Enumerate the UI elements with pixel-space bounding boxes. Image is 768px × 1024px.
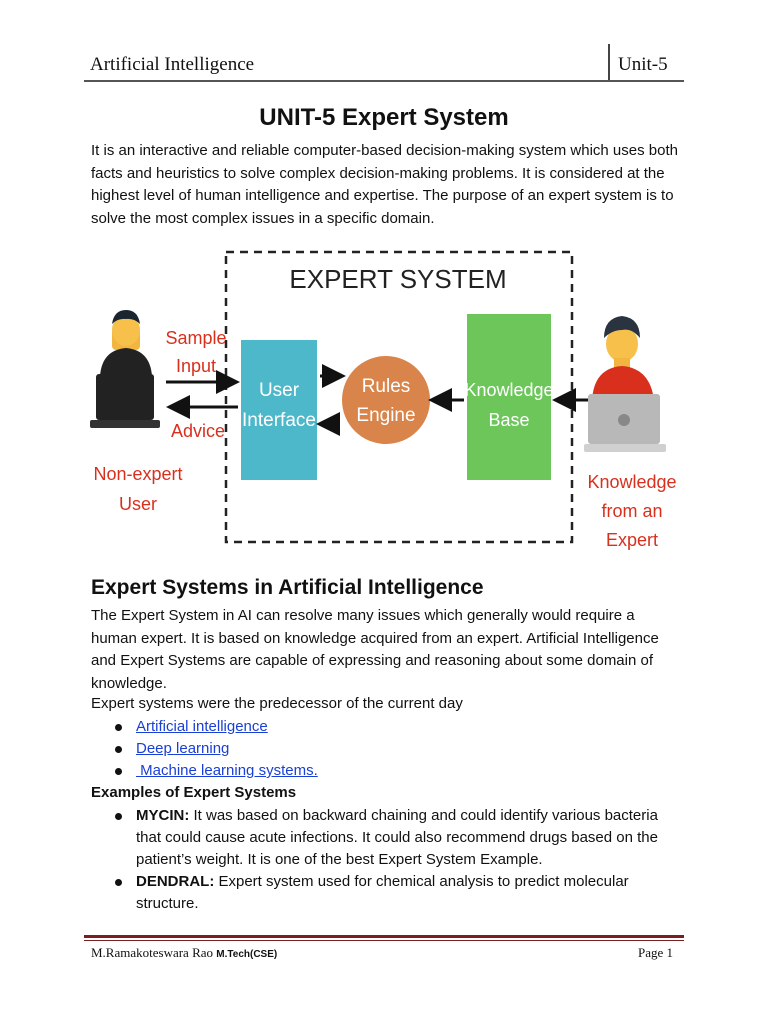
- non-expert-label-2: User: [119, 494, 157, 514]
- example-name: DENDRAL:: [136, 873, 215, 890]
- expert-label-3: Expert: [606, 530, 658, 550]
- header-unit: Unit-5: [618, 54, 668, 75]
- examples-heading: Examples of Expert Systems: [91, 784, 297, 801]
- advice-label: Advice: [171, 421, 225, 441]
- user-interface-label-1: User: [259, 380, 300, 401]
- bullet-icon: [115, 879, 122, 886]
- footer-author: M.Ramakoteswara Rao M.Tech(CSE): [91, 945, 277, 961]
- author-name: M.Ramakoteswara Rao: [91, 945, 214, 960]
- knowledge-base-label-2: Base: [488, 410, 529, 430]
- expert-system-diagram: EXPERT SYSTEM User Interface Rules Engin…: [90, 250, 677, 550]
- footer-rule-thin: [84, 940, 684, 941]
- example-name: MYCIN:: [136, 807, 190, 824]
- page-header: Artificial Intelligence Unit-5: [84, 44, 684, 82]
- example-mycin: MYCIN: It was based on backward chaining…: [136, 805, 676, 871]
- page-number: Page 1: [638, 945, 674, 960]
- knowledge-base-box: [467, 314, 551, 480]
- knowledge-base-label-1: Knowledge: [464, 380, 553, 400]
- bullet-icon: [115, 813, 122, 820]
- non-expert-user-icon: [90, 310, 160, 428]
- section-heading: Expert Systems in Artificial Intelligenc…: [91, 576, 484, 599]
- bullet-icon: [115, 746, 122, 753]
- diagram-title: EXPERT SYSTEM: [289, 264, 506, 294]
- link-machine-learning[interactable]: Machine learning systems.: [136, 762, 318, 779]
- example-description: It was based on backward chaining and co…: [136, 807, 658, 868]
- list-item: Deep learning: [0, 738, 560, 760]
- intro-paragraph: It is an interactive and reliable comput…: [91, 142, 678, 227]
- bullet-icon: [115, 724, 122, 731]
- non-expert-label-1: Non-expert: [93, 464, 182, 484]
- footer-rule: [84, 935, 684, 938]
- expert-user-icon: [584, 316, 666, 452]
- page-title: UNIT-5 Expert System: [259, 104, 509, 131]
- header-divider: [608, 44, 610, 80]
- sample-input-label-1: Sample: [165, 328, 226, 348]
- user-interface-box: [241, 340, 317, 480]
- expert-label-2: from an: [601, 501, 662, 521]
- rules-engine-label-1: Rules: [362, 376, 411, 397]
- predecessor-text: Expert systems were the predecessor of t…: [91, 695, 463, 712]
- rules-engine-circle: [342, 356, 430, 444]
- user-interface-label-2: Interface: [242, 410, 316, 431]
- header-subject: Artificial Intelligence: [90, 54, 255, 75]
- link-artificial-intelligence[interactable]: Artificial intelligence: [136, 718, 268, 735]
- example-description: Expert system used for chemical analysis…: [136, 873, 629, 912]
- expert-label-1: Knowledge: [587, 472, 676, 492]
- list-item: Machine learning systems.: [0, 760, 560, 782]
- example-dendral: DENDRAL: Expert system used for chemical…: [136, 871, 676, 915]
- rules-engine-label-2: Engine: [356, 405, 415, 426]
- link-deep-learning[interactable]: Deep learning: [136, 740, 230, 757]
- list-item: Artificial intelligence: [0, 716, 560, 738]
- author-degree: M.Tech(CSE): [216, 949, 278, 960]
- bullet-icon: [115, 768, 122, 775]
- section-paragraph: The Expert System in AI can resolve many…: [91, 607, 659, 692]
- sample-input-label-2: Input: [176, 356, 216, 376]
